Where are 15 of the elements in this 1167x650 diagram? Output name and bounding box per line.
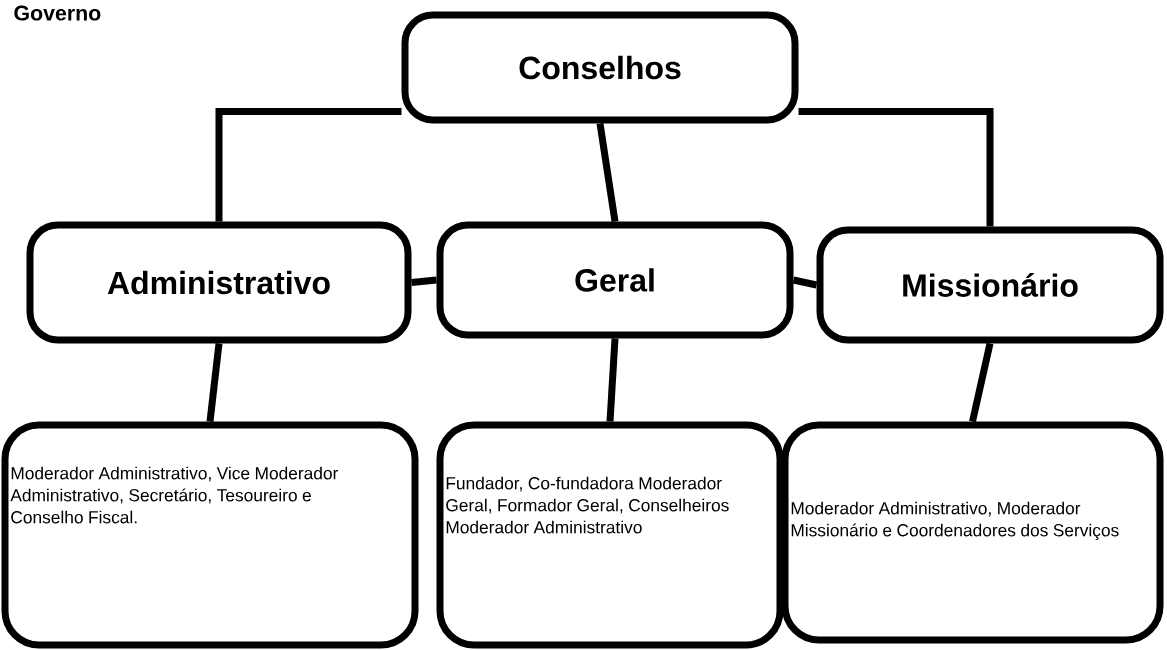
rounded-box: Conselhos [401, 11, 799, 124]
connector-line [411, 276, 437, 286]
connector-line [798, 108, 994, 227]
connector-line [792, 276, 818, 289]
rounded-box: Geral [436, 221, 794, 339]
rounded-box: Fundador, Co-fundadora Moderador Geral, Formador Geral, Conselheiros Moderador Administrativo [436, 421, 784, 649]
rounded-box: Moderador Administrativo, Vice Moderador Administrativo, Secretário, Tesoureiro e Conselho Fiscal. [1, 421, 419, 649]
heading: Governo [14, 5, 101, 21]
rounded-box: Administrativo [26, 221, 412, 344]
connector-line [606, 338, 619, 422]
connector-line [206, 343, 223, 422]
connector-line [596, 122, 619, 223]
connector-line [969, 342, 994, 423]
rounded-box: Moderador Administrativo, Moderador Missionário e Coordenadores dos Serviços [781, 421, 1164, 644]
rounded-box: Missionário [816, 226, 1164, 344]
